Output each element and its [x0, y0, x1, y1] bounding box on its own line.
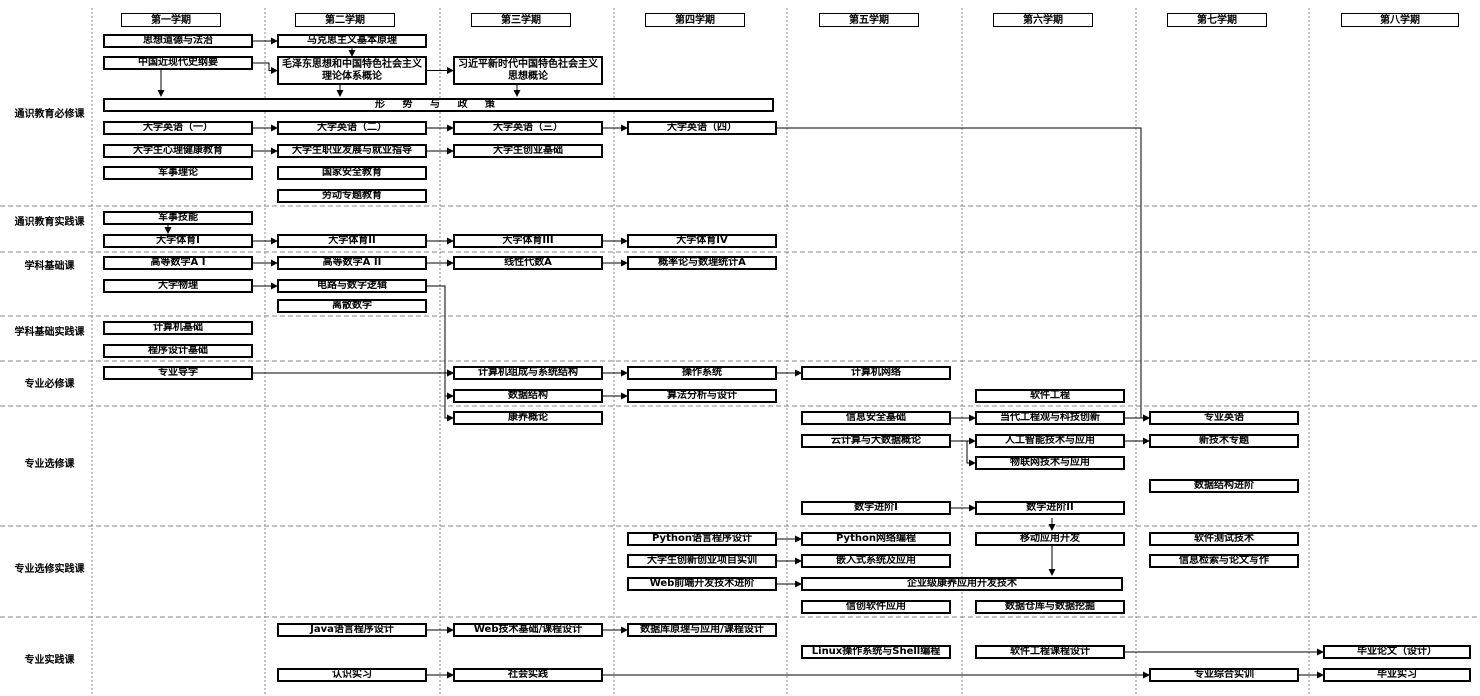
course-box-sffx: 算法分析与设计 [627, 389, 777, 403]
course-box-qrs: 嵌入式系统及应用 [801, 554, 951, 568]
category-label: 学科基础实践课 [14, 327, 85, 338]
semester-header: 第一学期 [121, 13, 221, 27]
prerequisite-arrow [253, 372, 454, 422]
course-box-python: Python语言程序设计 [627, 532, 777, 546]
course-box-ty3: 大学体育III [453, 234, 603, 248]
course-box-ldzt: 劳动专题教育 [277, 189, 427, 203]
course-box-webqd: Web前端开发技术进阶 [627, 577, 777, 591]
course-box-jsjjc: 计算机基础 [103, 321, 253, 335]
course-box-xxds: 线性代数A [453, 256, 603, 270]
course-box-jsjn: 军事技能 [103, 211, 253, 225]
category-label: 通识教育实践课 [14, 217, 85, 228]
course-box-sjk: 数据库原理与应用/课程设计 [627, 623, 777, 637]
course-box-bylw: 毕业论文（设计） [1323, 645, 1471, 659]
course-box-zyzh: 专业综合实训 [1149, 668, 1299, 682]
course-box-lssx: 离散数学 [277, 299, 427, 313]
course-box-mksz: 马克思主义基本原理 [277, 34, 427, 48]
course-box-xjszt: 新技术专题 [1149, 434, 1299, 448]
semester-header: 第七学期 [1167, 13, 1267, 27]
category-label: 通识教育必修课 [14, 109, 85, 120]
course-box-wlw: 物联网技术与应用 [975, 456, 1125, 470]
course-box-gll: 概率论与数理统计A [627, 256, 777, 270]
category-label: 专业实践课 [24, 655, 75, 666]
course-box-webjs: Web技术基础/课程设计 [453, 623, 603, 637]
course-box-xxaq: 信息安全基础 [801, 411, 951, 425]
semester-header: 第四学期 [645, 13, 745, 27]
course-box-jsll: 军事理论 [103, 166, 253, 180]
course-box-cxsj: 程序设计基础 [103, 344, 253, 358]
course-box-sxjj2: 数学进阶II [975, 501, 1125, 515]
course-box-kygl: 康养概论 [453, 411, 603, 425]
course-box-gjaq: 国家安全教育 [277, 166, 427, 180]
course-box-ddgc: 当代工程观与科技创新 [975, 411, 1125, 425]
semester-header: 第二学期 [295, 13, 395, 27]
course-box-yy3: 大学英语（三） [453, 121, 603, 135]
semester-header: 第六学期 [993, 13, 1093, 27]
course-box-linux: Linux操作系统与Shell编程 [801, 645, 951, 659]
prerequisite-arrow [253, 372, 454, 400]
course-box-xljk: 大学生心理健康教育 [103, 144, 253, 158]
course-box-dxwl: 大学物理 [103, 279, 253, 293]
course-box-qyky: 企业级康养应用开发技术 [801, 577, 1123, 591]
course-box-pywl: Python网络编程 [801, 532, 951, 546]
category-label: 专业选修课 [24, 459, 75, 470]
course-box-rjgc: 软件工程 [975, 389, 1125, 403]
course-box-zydx: 专业导学 [103, 366, 253, 380]
course-box-gs1: 高等数学A I [103, 256, 253, 270]
course-box-ty2: 大学体育II [277, 234, 427, 248]
course-box-shsj: 社会实践 [453, 668, 603, 682]
course-box-xcrj: 信创软件应用 [801, 600, 951, 614]
course-box-ty4: 大学体育IV [627, 234, 777, 248]
course-box-dlsz: 电路与数字逻辑 [277, 279, 427, 293]
course-box-zyyy: 专业英语 [1149, 411, 1299, 425]
course-box-xszc: 形 势 与 政 策 [103, 98, 774, 112]
course-box-rjkc: 软件工程课程设计 [975, 645, 1125, 659]
course-box-zgjd: 中国近现代史纲要 [103, 56, 253, 70]
course-box-xjp: 习近平新时代中国特色社会主义思想概论 [453, 56, 603, 85]
course-box-czxt: 操作系统 [627, 366, 777, 380]
course-box-zcjg: 计算机组成与系统结构 [453, 366, 603, 380]
category-label: 专业必修课 [24, 379, 75, 390]
course-box-java: Java语言程序设计 [277, 623, 427, 637]
semester-header: 第五学期 [819, 13, 919, 27]
course-box-mzd: 毛泽东思想和中国特色社会主义理论体系概论 [277, 56, 427, 85]
course-box-xxjs: 信息检索与论文写作 [1149, 554, 1299, 568]
semester-header: 第三学期 [471, 13, 571, 27]
course-box-cyjc: 大学生创业基础 [453, 144, 603, 158]
course-box-sjjg: 数据结构 [453, 389, 603, 403]
course-box-ty1: 大学体育I [103, 234, 253, 248]
course-box-yy4: 大学英语（四） [627, 121, 777, 135]
course-box-jsjwl: 计算机网络 [801, 366, 951, 380]
course-box-yjs: 云计算与大数据概论 [801, 434, 951, 448]
course-box-rjcs: 软件测试技术 [1149, 532, 1299, 546]
course-box-yy1: 大学英语（一） [103, 121, 253, 135]
course-box-sjjgjj: 数据结构进阶 [1149, 479, 1299, 493]
prerequisite-arrow [253, 62, 278, 74]
prerequisite-arrow [951, 440, 976, 467]
category-label: 专业选修实践课 [14, 564, 85, 575]
course-box-zyfz: 大学生职业发展与就业指导 [277, 144, 427, 158]
course-box-gs2: 高等数学A II [277, 256, 427, 270]
course-box-bysx: 毕业实习 [1323, 668, 1471, 682]
course-box-sxdd: 思想道德与法治 [103, 34, 253, 48]
semester-header: 第八学期 [1341, 13, 1459, 27]
course-box-rzsx: 认识实习 [277, 668, 427, 682]
course-box-sxjj1: 数学进阶I [801, 501, 951, 515]
course-box-ydyy: 移动应用开发 [975, 532, 1125, 546]
course-box-cxcy: 大学生创新创业项目实训 [627, 554, 777, 568]
category-label: 学科基础课 [24, 261, 75, 272]
course-box-sjck: 数据仓库与数据挖掘 [975, 600, 1125, 614]
course-box-rgzn: 人工智能技术与应用 [975, 434, 1125, 448]
course-box-yy2: 大学英语（二） [277, 121, 427, 135]
